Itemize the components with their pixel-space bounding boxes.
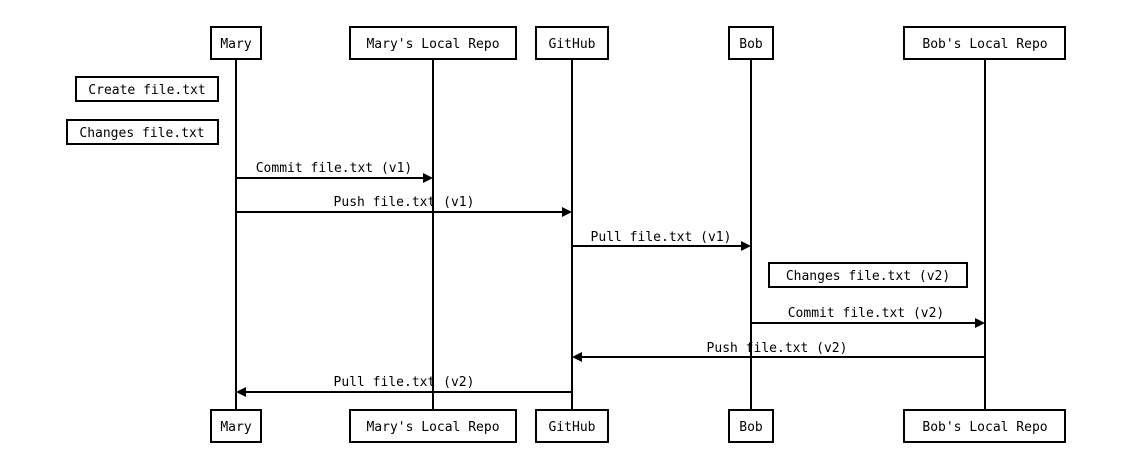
participant-label: Mary's Local Repo (366, 37, 499, 52)
participant-label: GitHub (549, 420, 596, 435)
participant-label: Bob's Local Repo (922, 420, 1047, 435)
message-push-v1: Push file.txt (v1) (236, 195, 572, 217)
message-label: Push file.txt (v1) (334, 195, 475, 210)
participant-label: Bob (739, 420, 763, 435)
arrowhead (236, 387, 246, 397)
message-pull-v1: Pull file.txt (v1) (572, 230, 751, 251)
message-label: Push file.txt (v2) (707, 341, 848, 356)
participant-bobs-local-repo-bottom: Bob's Local Repo (903, 409, 1066, 443)
message-label: Commit file.txt (v1) (256, 161, 413, 176)
note-text: Create file.txt (88, 83, 205, 98)
arrowhead (562, 207, 572, 217)
note-changes-file: Changes file.txt (66, 119, 219, 145)
participant-bob-top: Bob (728, 26, 774, 60)
participant-mary-local-repo-bottom: Mary's Local Repo (349, 409, 517, 443)
participant-mary-top: Mary (210, 26, 262, 60)
arrowhead (572, 352, 582, 362)
participant-label: Mary (220, 420, 251, 435)
participant-label: Bob (739, 37, 763, 52)
note-text: Changes file.txt (v2) (786, 269, 950, 284)
arrowhead (423, 173, 433, 183)
message-label: Pull file.txt (v2) (334, 375, 475, 390)
note-text: Changes file.txt (79, 126, 204, 141)
arrowhead (741, 241, 751, 251)
participant-label: GitHub (549, 37, 596, 52)
participant-bob-bottom: Bob (728, 409, 774, 443)
participant-github-top: GitHub (535, 26, 609, 60)
participant-mary-bottom: Mary (210, 409, 262, 443)
message-commit-v2: Commit file.txt (v2) (751, 306, 985, 328)
participant-github-bottom: GitHub (535, 409, 609, 443)
note-create-file: Create file.txt (75, 76, 219, 102)
note-changes-file-v2: Changes file.txt (v2) (768, 262, 968, 288)
participant-bobs-local-repo-top: Bob's Local Repo (903, 26, 1066, 60)
participant-mary-local-repo-top: Mary's Local Repo (349, 26, 517, 60)
participant-label: Bob's Local Repo (922, 37, 1047, 52)
arrowhead (975, 318, 985, 328)
message-label: Pull file.txt (v1) (591, 230, 732, 245)
message-label: Commit file.txt (v2) (788, 306, 945, 321)
message-push-v2: Push file.txt (v2) (572, 341, 985, 362)
participant-label: Mary (220, 37, 251, 52)
participant-label: Mary's Local Repo (366, 420, 499, 435)
message-pull-v2: Pull file.txt (v2) (236, 375, 572, 397)
message-commit-v1: Commit file.txt (v1) (236, 161, 433, 183)
